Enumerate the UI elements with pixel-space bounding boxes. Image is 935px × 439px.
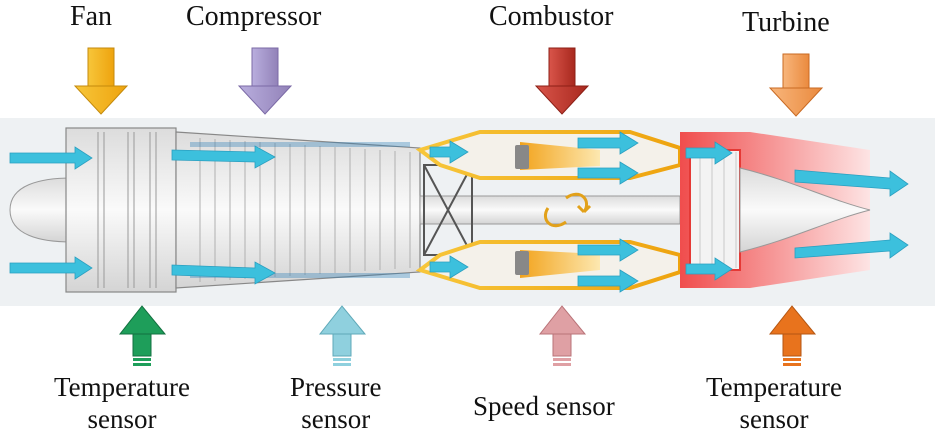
temperature-sensor-2-arrow-icon xyxy=(768,305,817,366)
pressure-sensor-arrow-icon xyxy=(318,305,367,366)
pressure-sensor-label-line2: sensor xyxy=(301,404,371,434)
pressure-sensor-label: Pressure sensor xyxy=(290,371,381,435)
fan-label: Fan xyxy=(70,1,112,32)
turbine-stages xyxy=(689,149,741,271)
fuel-injector-top xyxy=(515,145,529,169)
compressor-vanes xyxy=(190,142,410,278)
exhaust-cone xyxy=(739,167,871,253)
airflow-arrows xyxy=(9,131,909,293)
main-shaft xyxy=(419,195,681,225)
combustor-arrow-icon xyxy=(534,47,590,115)
compressor-stages xyxy=(199,138,411,282)
fan-blades xyxy=(97,132,157,288)
compressor-label: Compressor xyxy=(186,1,322,32)
temperature-sensor-label-1-line2: sensor xyxy=(87,404,157,434)
speed-sensor-arrow-icon xyxy=(538,305,587,366)
speed-sensor-label: Speed sensor xyxy=(473,391,615,421)
temperature-sensor-1-arrow-icon xyxy=(118,305,167,366)
rotation-icon xyxy=(543,192,592,228)
pressure-sensor-label-line1: Pressure xyxy=(290,372,382,402)
temperature-sensor-label-1: Temperature sensor xyxy=(54,371,190,435)
temperature-sensor-label-2-line2: sensor xyxy=(739,404,809,434)
temperature-sensor-label-2-line1: Temperature xyxy=(706,372,843,402)
temperature-sensor-label-2: Temperature sensor xyxy=(706,371,842,435)
temperature-sensor-label-1-line1: Temperature xyxy=(54,372,191,402)
fan-arrow-icon xyxy=(73,47,129,115)
combustor-label: Combustor xyxy=(489,1,614,32)
fuel-injector-bottom xyxy=(515,251,529,275)
turbine-arrow-icon xyxy=(768,53,824,117)
turbine-label: Turbine xyxy=(742,7,830,38)
flame-bottom xyxy=(520,250,600,278)
compressor-arrow-icon xyxy=(237,47,293,115)
flame-top xyxy=(520,142,600,170)
